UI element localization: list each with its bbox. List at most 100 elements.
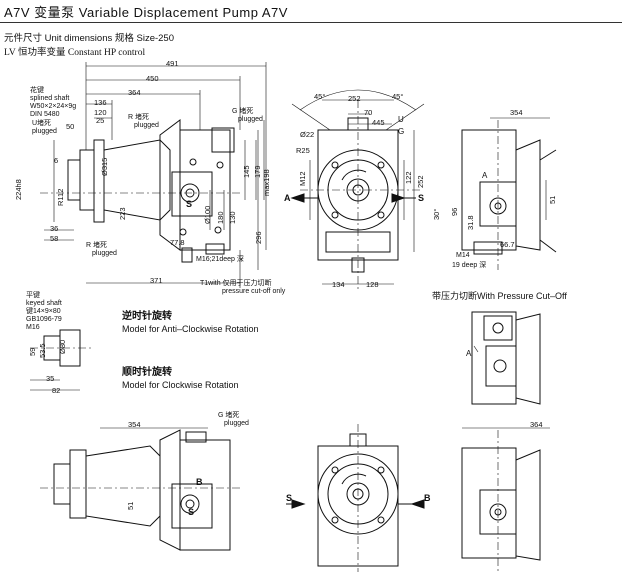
u-plugged-cn: U堵死	[32, 120, 52, 127]
dim-315: Ø315	[100, 157, 109, 176]
header-rule	[0, 22, 622, 23]
keyed-shaft-en: keyed shaft	[26, 300, 62, 307]
port-g: G	[398, 127, 405, 136]
dim-30: 30°	[432, 208, 441, 220]
r-plugged-bottom-en: plugged	[92, 250, 117, 257]
port-s-mid: S	[418, 193, 425, 203]
dim-36: 36	[50, 224, 59, 233]
ccw-model-caption: 逆时针旋转 Model for Anti–Clockwise Rotation	[122, 310, 259, 336]
m14-label: M14	[456, 252, 470, 259]
dim-667: 66.7	[500, 240, 515, 249]
g-plugged-cn: G 堵死	[232, 108, 254, 115]
dim-252-side: 252	[416, 175, 425, 188]
dim-59: 59	[28, 347, 37, 356]
dim-128: 128	[366, 280, 379, 289]
dim-134: 134	[332, 280, 345, 289]
dim-45-left: 45°	[314, 92, 326, 101]
dim-130: 130	[228, 211, 237, 224]
spline-spec-1: W50×2×24×9g	[30, 103, 77, 110]
keyed-shaft-spec-1: 键14×9×80	[26, 308, 61, 315]
port-u: U	[398, 115, 404, 124]
dim-58: 58	[50, 234, 59, 243]
dim-25b: R25	[296, 146, 310, 155]
t1-port-label-en: pressure cut-off only	[222, 288, 286, 295]
dim-70: 70	[364, 108, 373, 117]
side-view-bottom-left	[40, 427, 240, 551]
dimension-lines-left	[44, 62, 267, 288]
port-s-left: S	[186, 199, 193, 209]
dim-96: 96	[450, 207, 459, 216]
header: A7V 变量泵 Variable Displacement Pump A7V	[0, 0, 622, 23]
dim-223: 223	[118, 207, 127, 220]
m14-depth-label: 19 deep 深	[452, 262, 487, 269]
dim-252-top: 252	[348, 94, 361, 103]
cw-model-caption: 顺时针旋转 Model for Clockwise Rotation	[122, 366, 239, 392]
side-view-main	[40, 119, 240, 263]
ccw-model-cn: 逆时针旋转	[122, 311, 172, 322]
dim-6: 6	[54, 156, 59, 165]
front-view-main	[291, 89, 425, 290]
side-view-bottom-right	[461, 427, 550, 572]
dim-224: 224h8	[14, 179, 23, 200]
port-s-bottom-mid: S	[286, 493, 293, 503]
keyed-shaft-spec-2: GB1096-79	[26, 316, 62, 323]
port-s-bottom-left: S	[188, 507, 195, 517]
dim-364: 364	[128, 88, 141, 97]
dim-120: 120	[94, 108, 107, 117]
dim-35: 35	[46, 374, 55, 383]
u-plugged-en: plugged	[32, 128, 57, 135]
keyed-shaft-cn: 平键	[26, 292, 40, 299]
port-a-mid: A	[284, 193, 291, 203]
dim-364-bottom: 364	[530, 420, 543, 429]
dim-296: 296	[254, 231, 263, 244]
m16-depth-label: M16;21deep 深	[196, 256, 244, 263]
dim-51-top: 51	[548, 195, 557, 204]
pressure-cutoff-caption: 带压力切断With Pressure Cut–Off	[432, 291, 567, 301]
dim-371: 371	[150, 276, 163, 285]
port-b-bottom-left: B	[196, 477, 203, 487]
r-plugged-bottom: R 堵死	[86, 242, 107, 249]
spline-label-cn: 花键	[30, 87, 44, 94]
r-plugged-top: R 堵死	[128, 114, 149, 121]
keyed-shaft-detail	[30, 329, 92, 391]
t1-port-label: T1with 仅用于压力切断	[200, 280, 272, 287]
dim-82: 82	[52, 386, 61, 395]
dim-198: max198	[262, 169, 271, 196]
pressure-cutoff-view	[471, 311, 541, 405]
dim-445: 445	[372, 118, 385, 127]
cw-model-cn: 顺时针旋转	[122, 367, 172, 378]
dim-112: R112	[56, 188, 65, 206]
dim-180: 180	[216, 211, 225, 224]
spline-label-en: splined shaft	[30, 95, 70, 102]
dim-450: 450	[146, 74, 159, 83]
dim-145: 145	[242, 165, 251, 178]
dim-535: 53.5	[38, 343, 47, 358]
dim-100: Ø100	[203, 205, 212, 224]
dimension-lines-right	[490, 117, 550, 220]
dim-354-bottom: 354	[128, 420, 141, 429]
port-a-cutoff: A	[466, 349, 472, 358]
unit-dimensions-caption: 元件尺寸 Unit dimensions 规格 Size-250	[4, 33, 174, 44]
dim-80: Ø80	[58, 339, 67, 354]
dim-25: 25	[96, 116, 105, 125]
ccw-model-en: Model for Anti–Clockwise Rotation	[122, 324, 259, 334]
g-plugged-bottom: G 堵死	[218, 412, 240, 419]
dim-22: Ø22	[300, 130, 315, 139]
r-plugged-top-en: plugged	[134, 122, 159, 129]
spline-spec-2: DIN 5480	[30, 111, 60, 118]
flow-arrows-bottom	[286, 499, 425, 509]
g-plugged-bottom-en: plugged	[224, 420, 249, 427]
dim-m12: M12	[298, 171, 307, 186]
dim-50: 50	[66, 122, 75, 131]
front-view-bottom	[317, 424, 399, 572]
port-b-bottom-right: B	[424, 493, 431, 503]
control-type-caption: LV 恒功率变量 Constant HP control	[4, 48, 146, 58]
dim-354-top: 354	[510, 108, 523, 117]
dim-45-right: 45°	[392, 92, 404, 101]
dim-136: 136	[94, 98, 107, 107]
side-view-right	[461, 120, 557, 270]
dim-122: 122	[404, 171, 413, 184]
dim-179: 179	[253, 165, 262, 178]
dim-51-bottom: 51	[126, 501, 135, 510]
